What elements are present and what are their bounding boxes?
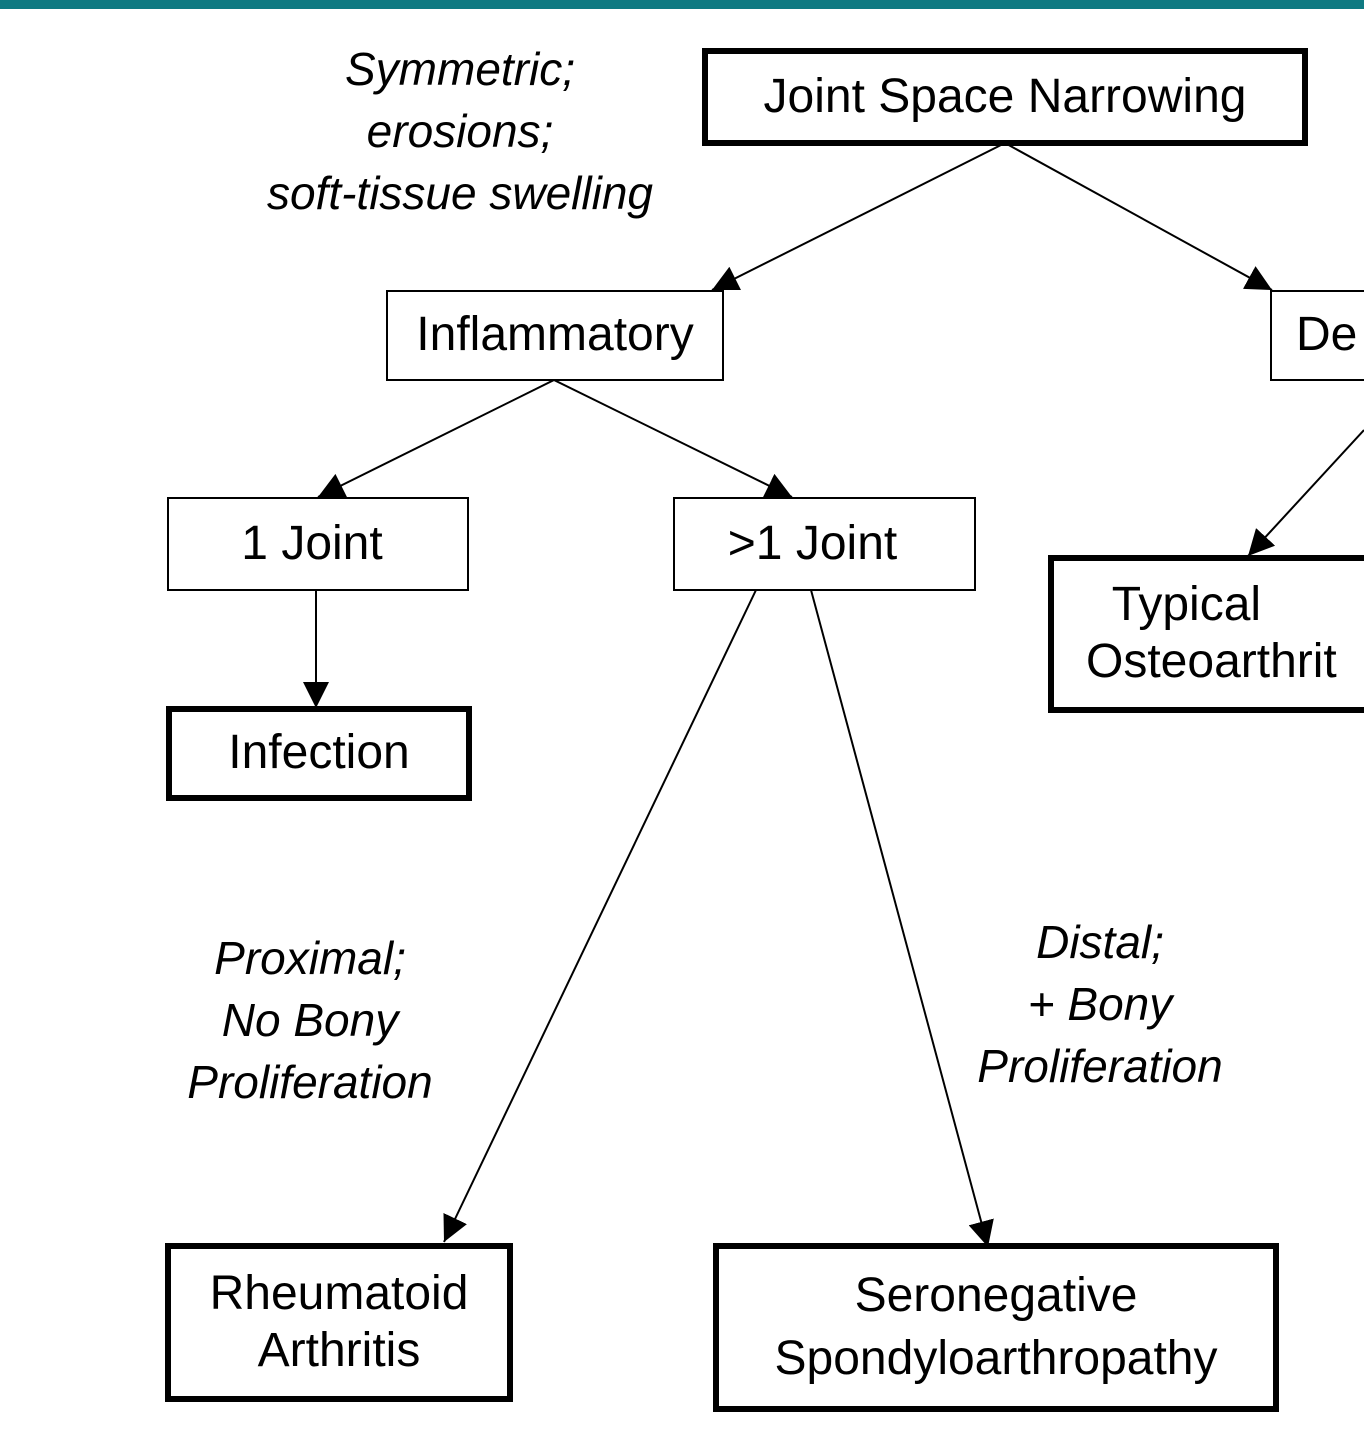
node-joint-space-narrowing-label: Joint Space Narrowing (763, 69, 1247, 123)
node-degenerative: De (1270, 290, 1364, 381)
arrow-inflammatory-to-multi-joint (553, 379, 793, 498)
arrow-root-to-degenerative (1004, 142, 1273, 291)
node-seronegative-spondyloarthropathy-line2: Spondyloarthropathy (774, 1331, 1218, 1385)
annotation-spa-line3: Proliferation (977, 1040, 1223, 1092)
node-one-joint-label: 1 Joint (241, 516, 383, 570)
node-one-joint: 1 Joint (167, 497, 469, 591)
annotation-ra-line3: Proliferation (187, 1056, 433, 1108)
node-inflammatory: Inflammatory (386, 290, 724, 381)
node-multi-joint: >1 Joint (673, 497, 976, 591)
annotation-inflammatory-line2: erosions; (366, 105, 554, 157)
node-typical-osteoarthritis-line1: Typical (1111, 578, 1262, 632)
annotation-spa-criteria: Distal; + Bony Proliferation (940, 911, 1260, 1097)
node-rheumatoid-arthritis: Rheumatoid Arthritis (165, 1243, 513, 1402)
node-infection: Infection (166, 706, 472, 801)
annotation-ra-line1: Proximal; (214, 932, 406, 984)
node-rheumatoid-arthritis-line1: Rheumatoid (209, 1266, 469, 1320)
node-rheumatoid-arthritis-line2: Arthritis (257, 1323, 421, 1377)
node-typical-osteoarthritis-text: Typical Osteoarthrit (1086, 577, 1337, 690)
node-multi-joint-label: >1 Joint (727, 516, 898, 570)
arrow-multi-joint-to-ra (443, 589, 757, 1243)
annotation-inflammatory-line3: soft-tissue swelling (266, 167, 654, 219)
annotation-ra-line2: No Bony (221, 994, 399, 1046)
annotation-inflammatory-line1: Symmetric; (345, 43, 575, 95)
arrow-multi-joint-to-spa (810, 589, 994, 1248)
top-accent-bar (0, 0, 1364, 9)
node-rheumatoid-arthritis-text: Rheumatoid Arthritis (210, 1266, 469, 1379)
arrow-inflammatory-to-one-joint (317, 379, 555, 498)
node-seronegative-spondyloarthropathy: Seronegative Spondyloarthropathy (713, 1243, 1279, 1412)
annotation-inflammatory-criteria: Symmetric; erosions; soft-tissue swellin… (200, 38, 720, 224)
node-typical-osteoarthritis: Typical Osteoarthrit (1048, 555, 1364, 713)
annotation-spa-line2: + Bony (1027, 978, 1173, 1030)
node-seronegative-spondyloarthropathy-line1: Seronegative (854, 1269, 1138, 1323)
node-seronegative-spondyloarthropathy-text: Seronegative Spondyloarthropathy (775, 1265, 1218, 1390)
annotation-spa-line1: Distal; (1036, 916, 1164, 968)
node-degenerative-label: De (1296, 308, 1358, 362)
arrow-root-to-inflammatory (711, 142, 1006, 291)
arrow-degenerative-to-typical-oa (1247, 429, 1364, 557)
node-joint-space-narrowing: Joint Space Narrowing (702, 48, 1308, 146)
node-inflammatory-label: Inflammatory (416, 308, 694, 362)
node-infection-label: Infection (228, 726, 410, 780)
annotation-ra-criteria: Proximal; No Bony Proliferation (150, 927, 470, 1113)
node-typical-osteoarthritis-line2: Osteoarthrit (1086, 635, 1337, 688)
